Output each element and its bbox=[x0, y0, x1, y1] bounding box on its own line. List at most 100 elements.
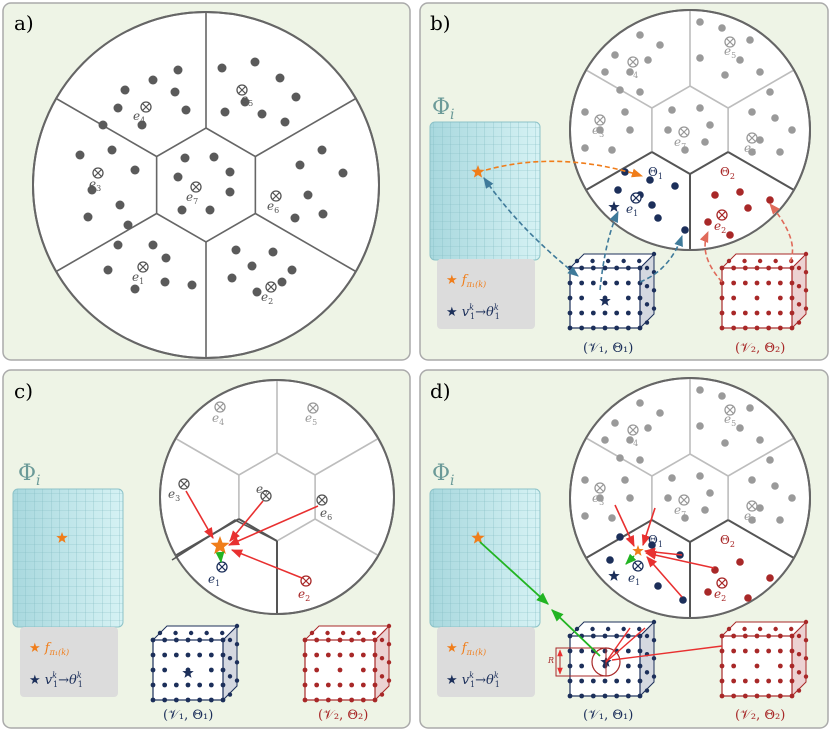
expert-icon-cross bbox=[180, 480, 188, 488]
cube-dot bbox=[150, 667, 156, 673]
cube-dot bbox=[162, 697, 168, 703]
cube-dot bbox=[777, 280, 783, 286]
blue-dashed-arrow bbox=[639, 234, 683, 283]
expert-label-index: 2 bbox=[305, 594, 310, 603]
caption-v1-b: (𝒱₁, Θ₁) bbox=[583, 341, 633, 356]
cube-dot bbox=[637, 693, 643, 699]
token-dot bbox=[290, 213, 300, 223]
cube-dot bbox=[766, 325, 772, 331]
cube-dot bbox=[803, 619, 809, 625]
sector-edge bbox=[689, 519, 729, 543]
token-dot bbox=[225, 187, 235, 197]
token-dot bbox=[581, 476, 589, 484]
cube-dot bbox=[803, 656, 809, 661]
cube-dot bbox=[754, 310, 760, 316]
token-dot bbox=[766, 196, 774, 204]
cube-dot bbox=[579, 678, 585, 684]
expert-icon-cross bbox=[139, 263, 147, 271]
cube-dot bbox=[731, 265, 737, 271]
expert-star-icon bbox=[608, 570, 620, 581]
cube-dot bbox=[757, 626, 763, 632]
cube-dot bbox=[567, 693, 573, 699]
token-dot bbox=[621, 168, 629, 176]
token-dot bbox=[706, 489, 714, 497]
token-dot bbox=[606, 556, 614, 564]
cube-dot bbox=[614, 693, 620, 699]
panel-a-letter: a) bbox=[14, 11, 34, 35]
cube-dot bbox=[349, 697, 355, 703]
blue-dashed-arrow bbox=[483, 177, 579, 277]
expert-label-index: 7 bbox=[681, 142, 686, 151]
cube-dot bbox=[719, 678, 725, 684]
token-dot bbox=[696, 54, 704, 62]
cube-dot bbox=[197, 682, 203, 688]
cube-dot bbox=[605, 626, 611, 632]
cube-dot bbox=[731, 325, 737, 331]
token-dot bbox=[756, 504, 764, 512]
cube-dot bbox=[590, 693, 596, 699]
cube-dot bbox=[754, 678, 760, 684]
red-dashed-arrow bbox=[769, 203, 794, 263]
token-dot bbox=[681, 146, 689, 154]
token-dot bbox=[227, 273, 237, 283]
token-dot bbox=[721, 71, 729, 79]
cube-dot bbox=[789, 280, 795, 286]
cube-dot bbox=[789, 626, 794, 632]
cube-dot bbox=[309, 630, 315, 636]
token-dot bbox=[616, 454, 624, 462]
red-arrow bbox=[229, 500, 264, 542]
cube-dot bbox=[590, 258, 595, 264]
expert-label-index: 4 bbox=[140, 116, 145, 125]
orange-dashed-arrow bbox=[485, 160, 644, 178]
token-dot bbox=[123, 220, 133, 230]
expert-label-index: 6 bbox=[274, 206, 279, 215]
token-dot bbox=[581, 144, 589, 152]
token-dot bbox=[217, 63, 227, 73]
cube-dot bbox=[777, 678, 783, 684]
cube-dot bbox=[150, 697, 156, 703]
cube-dot bbox=[796, 633, 802, 639]
cube-dot bbox=[314, 637, 320, 643]
cube-dot bbox=[777, 693, 783, 699]
cube-dot bbox=[625, 633, 631, 639]
expert-label-index: 2 bbox=[268, 297, 273, 306]
blue-dashed-arrow bbox=[599, 210, 619, 291]
cube-dot bbox=[637, 295, 643, 301]
token-dot bbox=[601, 436, 609, 444]
cube-dot bbox=[602, 310, 608, 316]
token-dot bbox=[170, 87, 180, 97]
token-dot bbox=[250, 57, 260, 67]
cube-dot bbox=[637, 325, 643, 331]
expert-icon-cross bbox=[632, 194, 640, 202]
cube-dot bbox=[651, 674, 657, 679]
expert-icon-cross bbox=[262, 492, 270, 500]
red-arrow bbox=[227, 505, 319, 546]
cube-dot bbox=[766, 693, 772, 699]
token-dot bbox=[626, 68, 634, 76]
cube-dot bbox=[579, 280, 585, 286]
feature-grid-lines bbox=[430, 122, 540, 260]
cube-dot bbox=[789, 265, 795, 271]
cube-dot bbox=[644, 265, 650, 271]
cube-dot bbox=[574, 258, 580, 264]
token-dot bbox=[318, 209, 328, 219]
cube-dot bbox=[590, 280, 596, 286]
cube-dot bbox=[754, 663, 760, 669]
token-dot bbox=[621, 108, 629, 116]
cube-dot bbox=[340, 630, 346, 636]
cube-dot bbox=[796, 688, 802, 693]
token-dot bbox=[766, 574, 774, 582]
cube-dot bbox=[157, 630, 163, 636]
token-dot bbox=[668, 474, 676, 482]
cube-dot bbox=[337, 652, 343, 658]
expert-label-index: 1 bbox=[635, 578, 640, 587]
cube-dot bbox=[360, 652, 366, 658]
token-dot bbox=[748, 476, 756, 484]
token-dot bbox=[103, 265, 113, 275]
expert-label-index: 7 bbox=[681, 510, 686, 519]
query-star-icon bbox=[632, 545, 644, 556]
green-arrow bbox=[215, 551, 225, 564]
token-dot bbox=[220, 107, 230, 117]
